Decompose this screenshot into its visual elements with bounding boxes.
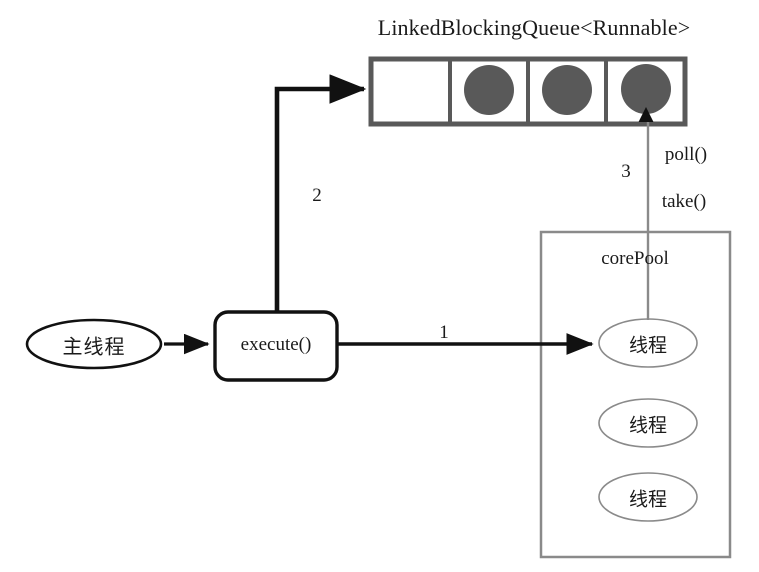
queue-task-circle [542, 65, 592, 115]
arrow-2-execute-to-queue [274, 74, 367, 312]
queue-box [368, 56, 688, 127]
poll-method-label: poll() [664, 144, 708, 165]
edge-label-2: 2 [312, 185, 322, 206]
thread-ellipse [598, 472, 698, 522]
thread-label-2: 线程 [628, 414, 668, 437]
thread-ellipse [598, 398, 698, 448]
thread-label-1: 线程 [628, 334, 668, 357]
edge-label-1: 1 [439, 322, 449, 343]
take-method-label: take() [661, 191, 707, 212]
queue-title: LinkedBlockingQueue<Runnable> [377, 15, 691, 40]
thread-label-3: 线程 [628, 488, 668, 511]
queue-task-circle [464, 65, 514, 115]
core-pool-label: corePool [601, 248, 669, 269]
execute-label: execute() [240, 334, 312, 355]
main-thread-ellipse [25, 318, 163, 370]
main-thread-label: 主线程 [62, 334, 126, 359]
edge-label-3: 3 [621, 161, 631, 182]
arrow-3-head [638, 107, 654, 122]
queue-task-circle [621, 64, 671, 114]
core-pool-box [539, 230, 732, 559]
